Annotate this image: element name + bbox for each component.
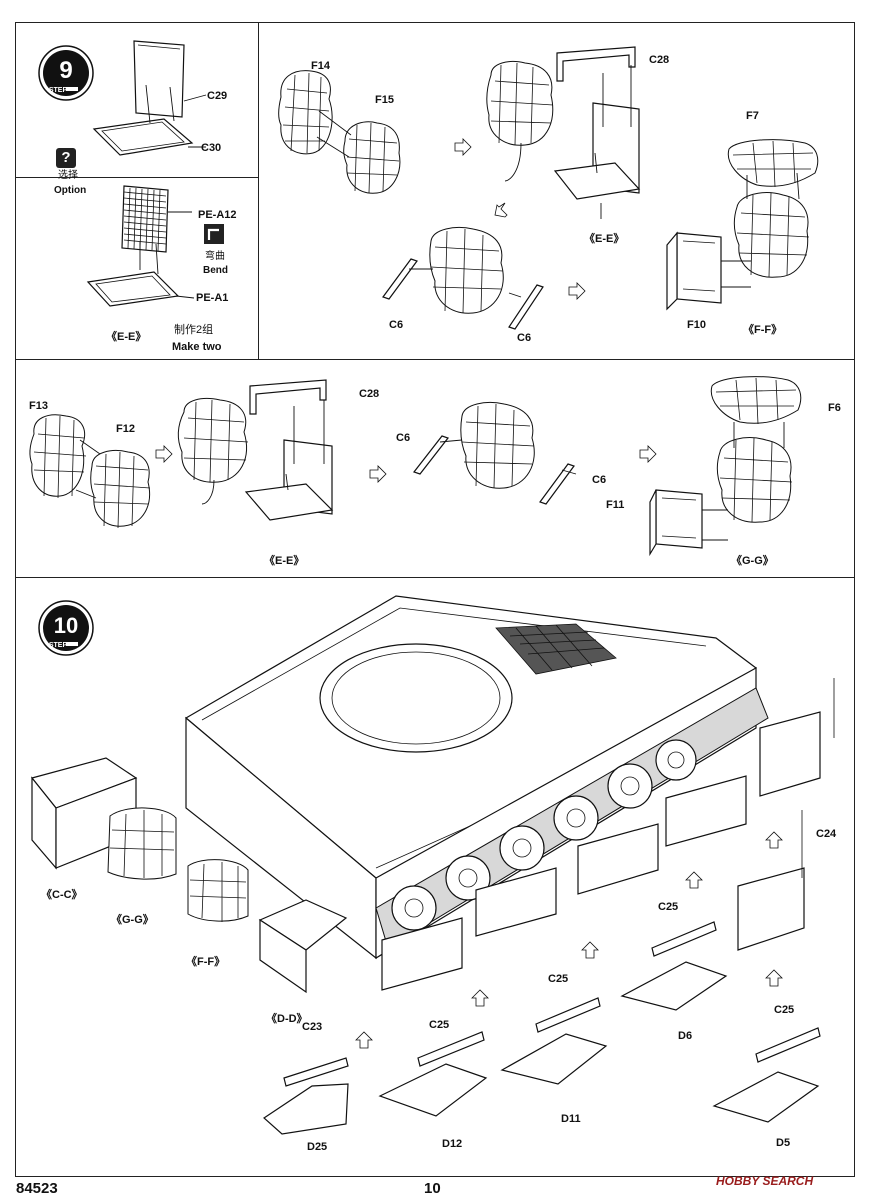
page-number: 10	[424, 1180, 441, 1197]
part-c25-b-label: C25	[548, 973, 569, 985]
part-c6-left-label: C6	[396, 432, 411, 444]
subassembly-ff-label: 《F-F》	[186, 956, 226, 968]
step10-badge: 10 STEP	[38, 600, 94, 656]
part-c30-label: C30	[201, 142, 222, 154]
part-c25-c-label: C25	[774, 1004, 795, 1016]
step-badge-icon: 9 STEP	[38, 45, 94, 101]
option-label-en: Option	[54, 185, 87, 196]
option-label-cn: 选择	[58, 170, 78, 181]
part-c25-d-label: C25	[429, 1019, 450, 1031]
part-pe-a12-label: PE-A12	[198, 209, 237, 221]
svg-text:9: 9	[59, 57, 72, 84]
step10-panel: 10 STEP	[15, 577, 855, 1177]
part-f7-label: F7	[746, 110, 759, 122]
part-f10-label: F10	[687, 319, 706, 331]
part-f11-label: F11	[606, 499, 625, 511]
step9-panel: 9 STEP C29 C30	[15, 22, 259, 178]
subassembly-cc-label: 《C-C》	[41, 889, 83, 901]
bend-label-cn: 弯曲	[205, 251, 225, 262]
make-two-en: Make two	[172, 341, 222, 353]
bend-label-en: Bend	[203, 265, 228, 276]
part-f13-label: F13	[29, 400, 48, 412]
part-f12-label: F12	[116, 423, 135, 435]
part-c6-left-label: C6	[389, 319, 404, 331]
part-f15-label: F15	[375, 94, 394, 106]
part-d6-label: D6	[678, 1030, 693, 1042]
product-code: 84523	[16, 1180, 58, 1197]
subassembly-ee-label: 《E-E》	[106, 331, 147, 343]
step10-drawing	[30, 595, 835, 1135]
subassembly-ee-label: 《E-E》	[584, 233, 625, 245]
part-f14-label: F14	[311, 60, 330, 72]
watermark: HOBBY SEARCH	[716, 1174, 814, 1188]
svg-text:STEP: STEP	[49, 642, 68, 649]
part-c24-label: C24	[816, 828, 837, 840]
option-help-icon: ?	[56, 148, 76, 168]
svg-text:10: 10	[54, 613, 78, 638]
subassembly-ee-label: 《E-E》	[264, 555, 305, 567]
ee-ff-drawing	[278, 46, 819, 330]
part-c6-right-label: C6	[517, 332, 532, 344]
part-pe-a1-label: PE-A1	[196, 292, 229, 304]
subassembly-gg-label: 《G-G》	[111, 914, 154, 926]
subassembly-ff-label: 《F-F》	[743, 324, 783, 336]
subassembly-gg-label: 《G-G》	[731, 555, 774, 567]
option-drawing	[86, 185, 224, 307]
part-f6-label: F6	[828, 402, 841, 414]
part-d12-label: D12	[442, 1138, 463, 1150]
part-c6-right-label: C6	[592, 474, 607, 486]
gg-panel: F13 F12 C28 C6 C6 F6 F11 《E-E》 《G-G》	[15, 359, 855, 578]
make-two-cn: 制作2组	[174, 324, 214, 336]
part-d25-label: D25	[307, 1141, 328, 1153]
part-d11-label: D11	[561, 1113, 581, 1125]
ee-ff-panel: F14 F15 C28 F7 《E-E》 C6 C6 F10 《F-F》	[258, 22, 855, 360]
svg-text:STEP: STEP	[49, 87, 68, 94]
part-c28-label: C28	[359, 388, 380, 400]
part-c29-label: C29	[207, 90, 228, 102]
gg-drawing	[29, 376, 802, 557]
step9-badge: 9 STEP	[38, 45, 94, 101]
part-c28-label: C28	[649, 54, 670, 66]
part-c25-a-label: C25	[658, 901, 679, 913]
option-panel: ? 选择 Option PE-A12 弯曲 Bend PE-A1 《E-E》 制…	[15, 148, 259, 360]
step-badge-icon: 10 STEP	[38, 600, 94, 656]
step9-drawing	[92, 40, 207, 156]
part-d5-label: D5	[776, 1137, 791, 1149]
subassembly-dd-label: 《D-D》	[266, 1013, 308, 1025]
part-c23-label: C23	[302, 1021, 323, 1033]
